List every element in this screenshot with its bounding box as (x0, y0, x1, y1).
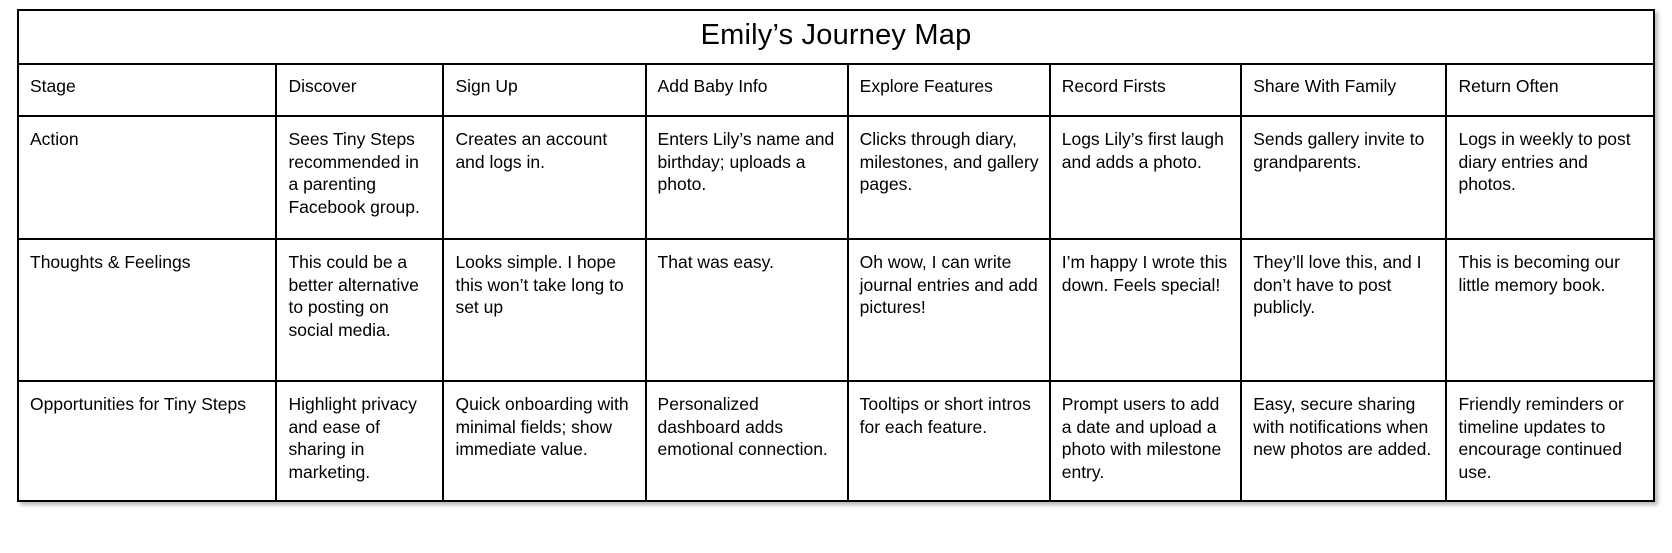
cell-thoughts-add-baby-info: That was easy. (644, 238, 849, 382)
cell-opportunities-record-firsts: Prompt users to add a date and upload a … (1048, 380, 1243, 502)
column-header-sign-up: Sign Up (442, 63, 647, 117)
column-header-return-often: Return Often (1445, 63, 1655, 117)
cell-action-share-with-family: Sends gallery invite to grandparents. (1240, 115, 1448, 240)
row-label-action: Action (16, 115, 278, 240)
cell-action-record-firsts: Logs Lily’s first laugh and adds a photo… (1048, 115, 1243, 240)
table-row-opportunities: Opportunities for Tiny Steps Highlight p… (16, 380, 1655, 502)
table-row-action: Action Sees Tiny Steps recommended in a … (16, 115, 1655, 240)
cell-opportunities-return-often: Friendly reminders or timeline updates t… (1445, 380, 1655, 502)
row-label-opportunities: Opportunities for Tiny Steps (16, 380, 278, 502)
cell-action-explore-features: Clicks through diary, milestones, and ga… (846, 115, 1051, 240)
page-title: Emily’s Journey Map (17, 9, 1655, 65)
column-header-discover: Discover (275, 63, 445, 117)
cell-opportunities-sign-up: Quick onboarding with minimal fields; sh… (442, 380, 647, 502)
title-row: Emily’s Journey Map (17, 9, 1655, 65)
cell-action-discover: Sees Tiny Steps recommended in a parenti… (275, 115, 445, 240)
cell-thoughts-discover: This could be a better alternative to po… (275, 238, 445, 382)
column-header-stage: Stage (16, 63, 278, 117)
column-header-record-firsts: Record Firsts (1048, 63, 1243, 117)
cell-opportunities-explore-features: Tooltips or short intros for each featur… (846, 380, 1051, 502)
cell-thoughts-explore-features: Oh wow, I can write journal entries and … (846, 238, 1051, 382)
cell-opportunities-add-baby-info: Personalized dashboard adds emotional co… (644, 380, 849, 502)
row-label-thoughts-feelings: Thoughts & Feelings (16, 238, 278, 382)
column-header-share-with-family: Share With Family (1240, 63, 1448, 117)
column-header-add-baby-info: Add Baby Info (644, 63, 849, 117)
cell-thoughts-return-often: This is becoming our little memory book. (1445, 238, 1655, 382)
cell-thoughts-share-with-family: They’ll love this, and I don’t have to p… (1240, 238, 1448, 382)
cell-opportunities-share-with-family: Easy, secure sharing with notifications … (1240, 380, 1448, 502)
cell-action-return-often: Logs in weekly to post diary entries and… (1445, 115, 1655, 240)
table-row-thoughts-feelings: Thoughts & Feelings This could be a bett… (16, 238, 1655, 382)
column-header-explore-features: Explore Features (846, 63, 1051, 117)
journey-map-table: Emily’s Journey Map Stage Discover Sign … (16, 9, 1655, 502)
cell-opportunities-discover: Highlight privacy and ease of sharing in… (275, 380, 445, 502)
cell-thoughts-sign-up: Looks simple. I hope this won’t take lon… (442, 238, 647, 382)
header-row: Stage Discover Sign Up Add Baby Info Exp… (16, 63, 1655, 117)
cell-action-sign-up: Creates an account and logs in. (442, 115, 647, 240)
cell-thoughts-record-firsts: I’m happy I wrote this down. Feels speci… (1048, 238, 1243, 382)
cell-action-add-baby-info: Enters Lily’s name and birthday; uploads… (644, 115, 849, 240)
